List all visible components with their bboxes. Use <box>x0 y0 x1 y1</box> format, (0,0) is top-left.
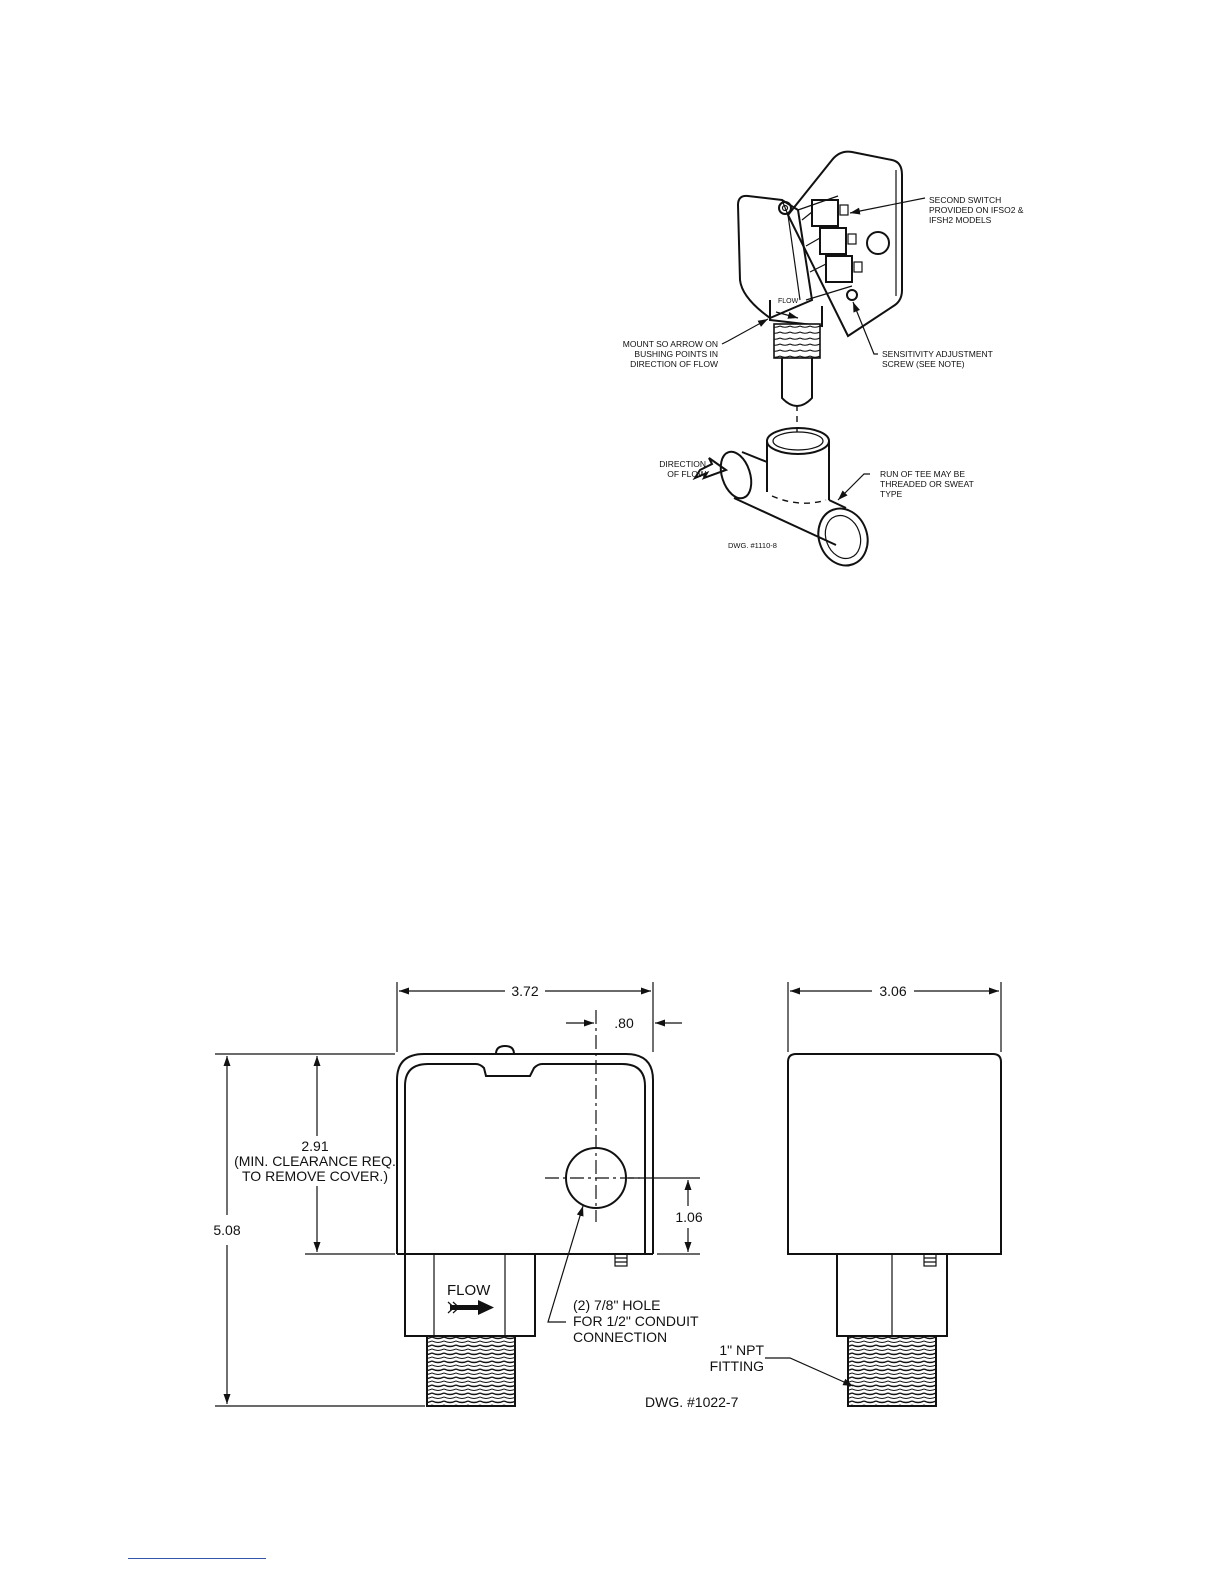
svg-text:MOUNT SO ARROW ON: MOUNT SO ARROW ON <box>623 339 718 349</box>
ortho-drawing-number: DWG. #1022-7 <box>645 1394 739 1410</box>
front-view: FLOW <box>396 1010 654 1407</box>
mounting-tab-icon <box>778 201 792 215</box>
side-bottom-screw <box>923 1253 937 1267</box>
fitting-note-2: FITTING <box>710 1358 764 1374</box>
isometric-drawing-number: DWG. #1110-8 <box>728 541 777 550</box>
hole-note-1: (2) 7/8" HOLE <box>573 1297 660 1313</box>
hole-note-3: CONNECTION <box>573 1329 667 1345</box>
paddle-stem <box>781 358 813 407</box>
callout-run-of-tee: RUN OF TEE MAY BE THREADED OR SWEAT TYPE <box>880 469 974 499</box>
dimension-lines <box>215 982 1002 1407</box>
callout-second-switch: SECOND SWITCH PROVIDED ON IFSO2 & IFSH2 … <box>929 195 1024 225</box>
orthographic-views: FLOW <box>213 982 1002 1410</box>
svg-text:OF FLOW: OF FLOW <box>667 469 706 479</box>
svg-text:THREADED OR SWEAT: THREADED OR SWEAT <box>880 479 974 489</box>
mounting-tab-hole <box>781 204 789 212</box>
svg-text:IFSH2 MODELS: IFSH2 MODELS <box>929 215 992 225</box>
dim-clearance-note-2: TO REMOVE COVER.) <box>242 1168 388 1184</box>
isometric-thread <box>773 323 821 359</box>
bushing-flow-text: FLOW <box>778 298 799 305</box>
leader-second-switch <box>849 197 926 215</box>
callout-sensitivity: SENSITIVITY ADJUSTMENT SCREW (SEE NOTE) <box>882 349 993 369</box>
side-view <box>787 1053 1002 1407</box>
dim-clearance-value: 2.91 <box>301 1138 328 1154</box>
flow-direction-arrow-icon <box>692 457 729 481</box>
front-cover-inner <box>404 1063 646 1254</box>
dim-hole-offset: .80 <box>614 1015 634 1031</box>
dim-clearance-note-1: (MIN. CLEARANCE REQ. <box>234 1153 396 1169</box>
front-thread <box>426 1335 516 1407</box>
isometric-view: FLOW SECOND SWITCH PROVIDED <box>623 150 1024 567</box>
svg-text:DIRECTION OF FLOW: DIRECTION OF FLOW <box>630 359 718 369</box>
fitting-note-1: 1" NPT <box>719 1342 764 1358</box>
side-cover-outline <box>787 1053 1002 1255</box>
leader-sensitivity <box>852 301 878 355</box>
front-top-screw <box>495 1044 515 1055</box>
front-cover-outline <box>396 1053 654 1254</box>
svg-text:BUSHING POINTS IN: BUSHING POINTS IN <box>634 349 718 359</box>
cover-fold <box>781 199 801 301</box>
dim-total-height: 5.08 <box>213 1222 240 1238</box>
sensitivity-screw-icon <box>846 289 858 301</box>
svg-text:SCREW (SEE NOTE): SCREW (SEE NOTE) <box>882 359 965 369</box>
dim-width-side: 3.06 <box>879 983 906 999</box>
bushing-body <box>769 300 823 328</box>
conduit-hole <box>866 231 890 255</box>
svg-text:DIRECTION: DIRECTION <box>659 459 706 469</box>
leader-run-of-tee <box>837 473 870 501</box>
tee-fitting <box>719 427 869 567</box>
svg-text:SENSITIVITY ADJUSTMENT: SENSITIVITY ADJUSTMENT <box>882 349 993 359</box>
callout-mount: MOUNT SO ARROW ON BUSHING POINTS IN DIRE… <box>623 339 718 369</box>
callout-direction: DIRECTION OF FLOW <box>659 459 706 479</box>
svg-text:SECOND SWITCH: SECOND SWITCH <box>929 195 1001 205</box>
hole-note-2: FOR 1/2" CONDUIT <box>573 1313 699 1329</box>
svg-text:RUN OF TEE MAY BE: RUN OF TEE MAY BE <box>880 469 965 479</box>
switch-assembly <box>797 195 863 301</box>
dim-hole-height: 1.06 <box>675 1209 702 1225</box>
enclosure-front-cover <box>736 194 814 320</box>
side-thread <box>847 1335 937 1407</box>
dimension-labels: 3.72 .80 3.06 5.08 2.91 (MIN. CLEARANCE … <box>213 983 906 1410</box>
bushing-flow-arrow <box>775 311 799 319</box>
front-bottom-screw <box>614 1253 628 1267</box>
leader-mount <box>721 318 769 345</box>
front-flow-label: FLOW <box>447 1282 491 1299</box>
enclosure-back-panel <box>786 150 903 338</box>
footer-rule <box>128 1558 266 1559</box>
front-flow-arrow-icon <box>447 1300 494 1315</box>
dim-width-front: 3.72 <box>511 983 538 999</box>
svg-text:PROVIDED ON IFSO2 &: PROVIDED ON IFSO2 & <box>929 205 1024 215</box>
svg-text:TYPE: TYPE <box>880 489 903 499</box>
